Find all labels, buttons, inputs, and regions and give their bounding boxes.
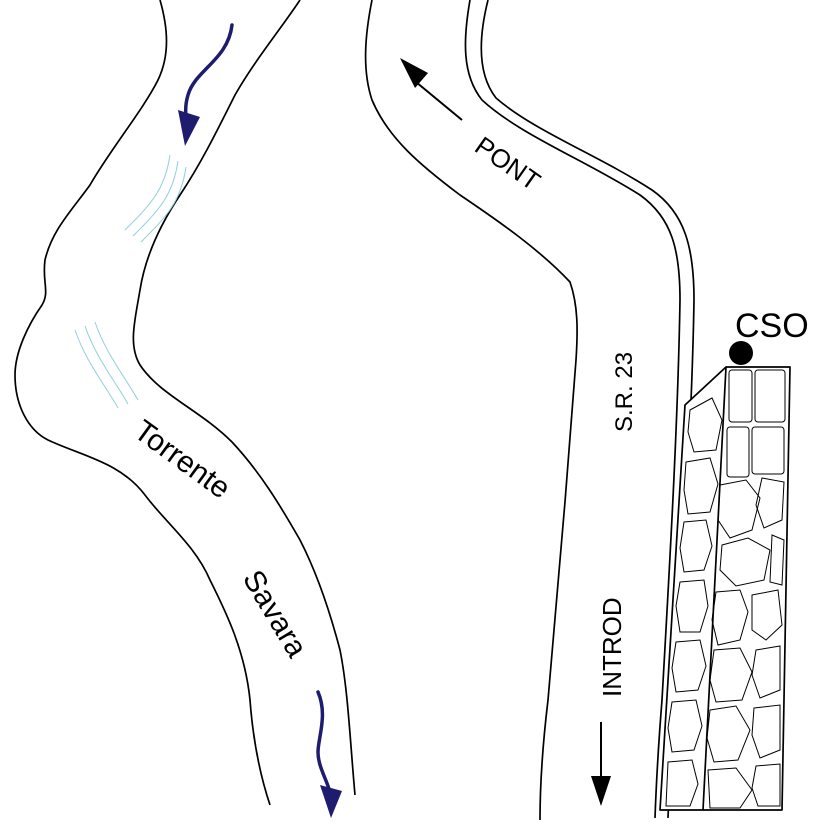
wall-stone xyxy=(683,457,719,515)
station-label: CSO xyxy=(735,307,809,345)
flow-direction-arrow-downstream xyxy=(316,690,342,818)
wall-stone xyxy=(719,537,771,587)
wall-stone xyxy=(665,759,699,807)
wall-stone xyxy=(755,477,785,529)
road-left-edge xyxy=(364,0,578,821)
river-right-bank xyxy=(132,0,356,796)
wall-stone xyxy=(667,699,703,753)
road-right-edge-outer xyxy=(464,0,681,819)
direction-label-introd: INTROD xyxy=(597,597,627,697)
water-ripple-icon xyxy=(74,329,119,409)
arrowhead-icon xyxy=(400,58,428,88)
wall-stone xyxy=(707,767,753,809)
direction-label-pont: PONT xyxy=(470,130,546,196)
water-ripple-icon xyxy=(132,160,179,237)
arrowhead-icon xyxy=(591,776,611,806)
river-name-torrente: Torrente xyxy=(128,414,236,505)
wall-stone xyxy=(754,369,786,423)
wall-stone xyxy=(706,705,751,763)
wall-stone xyxy=(769,534,785,586)
river: Torrente Savara xyxy=(14,0,356,818)
arrow-up-left-icon xyxy=(415,81,463,121)
flow-arrow-icon xyxy=(183,23,234,130)
water-ripple-icon xyxy=(124,154,171,231)
wall-outline xyxy=(659,366,791,811)
wall-stone xyxy=(671,639,707,693)
stone-wall: CSO xyxy=(659,307,809,811)
flow-direction-arrow-upstream xyxy=(178,23,234,146)
wall-stone xyxy=(751,763,781,807)
flow-arrowhead-icon xyxy=(320,785,342,818)
wall-stones xyxy=(665,369,786,809)
station-marker-icon xyxy=(729,341,753,365)
water-ripple-icon xyxy=(140,166,187,243)
direction-arrow-pont xyxy=(400,58,463,121)
water-ripple-icon xyxy=(94,321,139,401)
wall-stone xyxy=(709,647,753,703)
wall-stone xyxy=(717,479,761,539)
wall-stone xyxy=(728,369,753,423)
flow-arrow-icon xyxy=(316,690,332,794)
water-ripples xyxy=(74,154,187,409)
river-name-savara: Savara xyxy=(236,565,313,664)
water-ripple-icon xyxy=(84,325,129,405)
river-left-bank xyxy=(14,0,271,806)
wall-stone xyxy=(751,704,781,759)
wall-stone xyxy=(675,579,709,633)
wall-stone xyxy=(711,589,749,646)
flow-arrowhead-icon xyxy=(178,110,200,146)
wall-stone xyxy=(687,397,723,453)
wall-stone xyxy=(751,426,785,475)
wall-stone xyxy=(726,426,750,478)
direction-arrow-introd xyxy=(591,722,611,806)
road: PONT S.R. 23 INTROD xyxy=(364,0,695,821)
wall-stone xyxy=(751,645,781,699)
wall-stone xyxy=(751,589,783,641)
road-name-label: S.R. 23 xyxy=(611,352,638,432)
wall-stone xyxy=(679,519,713,573)
